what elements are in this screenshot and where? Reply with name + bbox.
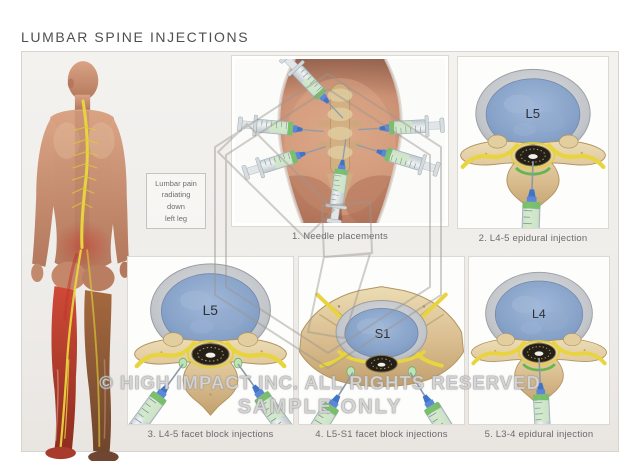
disc-label: L4 bbox=[532, 307, 546, 321]
patient-figure-illustration bbox=[24, 54, 138, 464]
pain-label: Lumbar pain radiating down left leg bbox=[146, 173, 206, 229]
disc-label: S1 bbox=[375, 326, 391, 341]
panel-l45-epidural: L5 bbox=[457, 56, 609, 229]
panel-needle-placements bbox=[231, 55, 449, 227]
panel-l45-facet-blocks: L5 bbox=[127, 256, 294, 425]
needle-placements-art bbox=[235, 59, 445, 223]
pain-label-line: down bbox=[167, 202, 185, 211]
pain-label-line: Lumbar pain bbox=[155, 178, 197, 188]
l45-facet-art: L5 bbox=[128, 257, 293, 424]
illustration-board: Lumbar pain radiating down left leg bbox=[21, 51, 619, 464]
l5s1-facet-art: S1 bbox=[299, 284, 464, 424]
panel-caption-l45-epidural: 2. L4-5 epidural injection bbox=[478, 233, 588, 244]
panel-caption-l5s1-facet: 4. L5-S1 facet block injections bbox=[315, 429, 448, 440]
panel-caption-l34-epidural: 5. L3-4 epidural injection bbox=[484, 429, 594, 440]
pain-label-line: left leg bbox=[164, 213, 188, 223]
disc-label: L5 bbox=[526, 106, 541, 121]
panel-caption-needle-placements: 1. Needle placements bbox=[292, 231, 388, 242]
page-title: LUMBAR SPINE INJECTIONS bbox=[21, 29, 250, 45]
l34-epidural-art: L4 bbox=[469, 270, 609, 424]
disc-label: L5 bbox=[203, 303, 219, 318]
panel-l34-epidural: L4 bbox=[468, 256, 610, 425]
pain-label-line: radiating bbox=[161, 190, 191, 200]
l45-epidural-art: L5 bbox=[458, 57, 608, 228]
panel-caption-l45-facet: 3. L4-5 facet block injections bbox=[147, 429, 274, 440]
patient-figure-art bbox=[31, 61, 130, 464]
panel-l5s1-facet-blocks: S1 bbox=[298, 256, 465, 425]
